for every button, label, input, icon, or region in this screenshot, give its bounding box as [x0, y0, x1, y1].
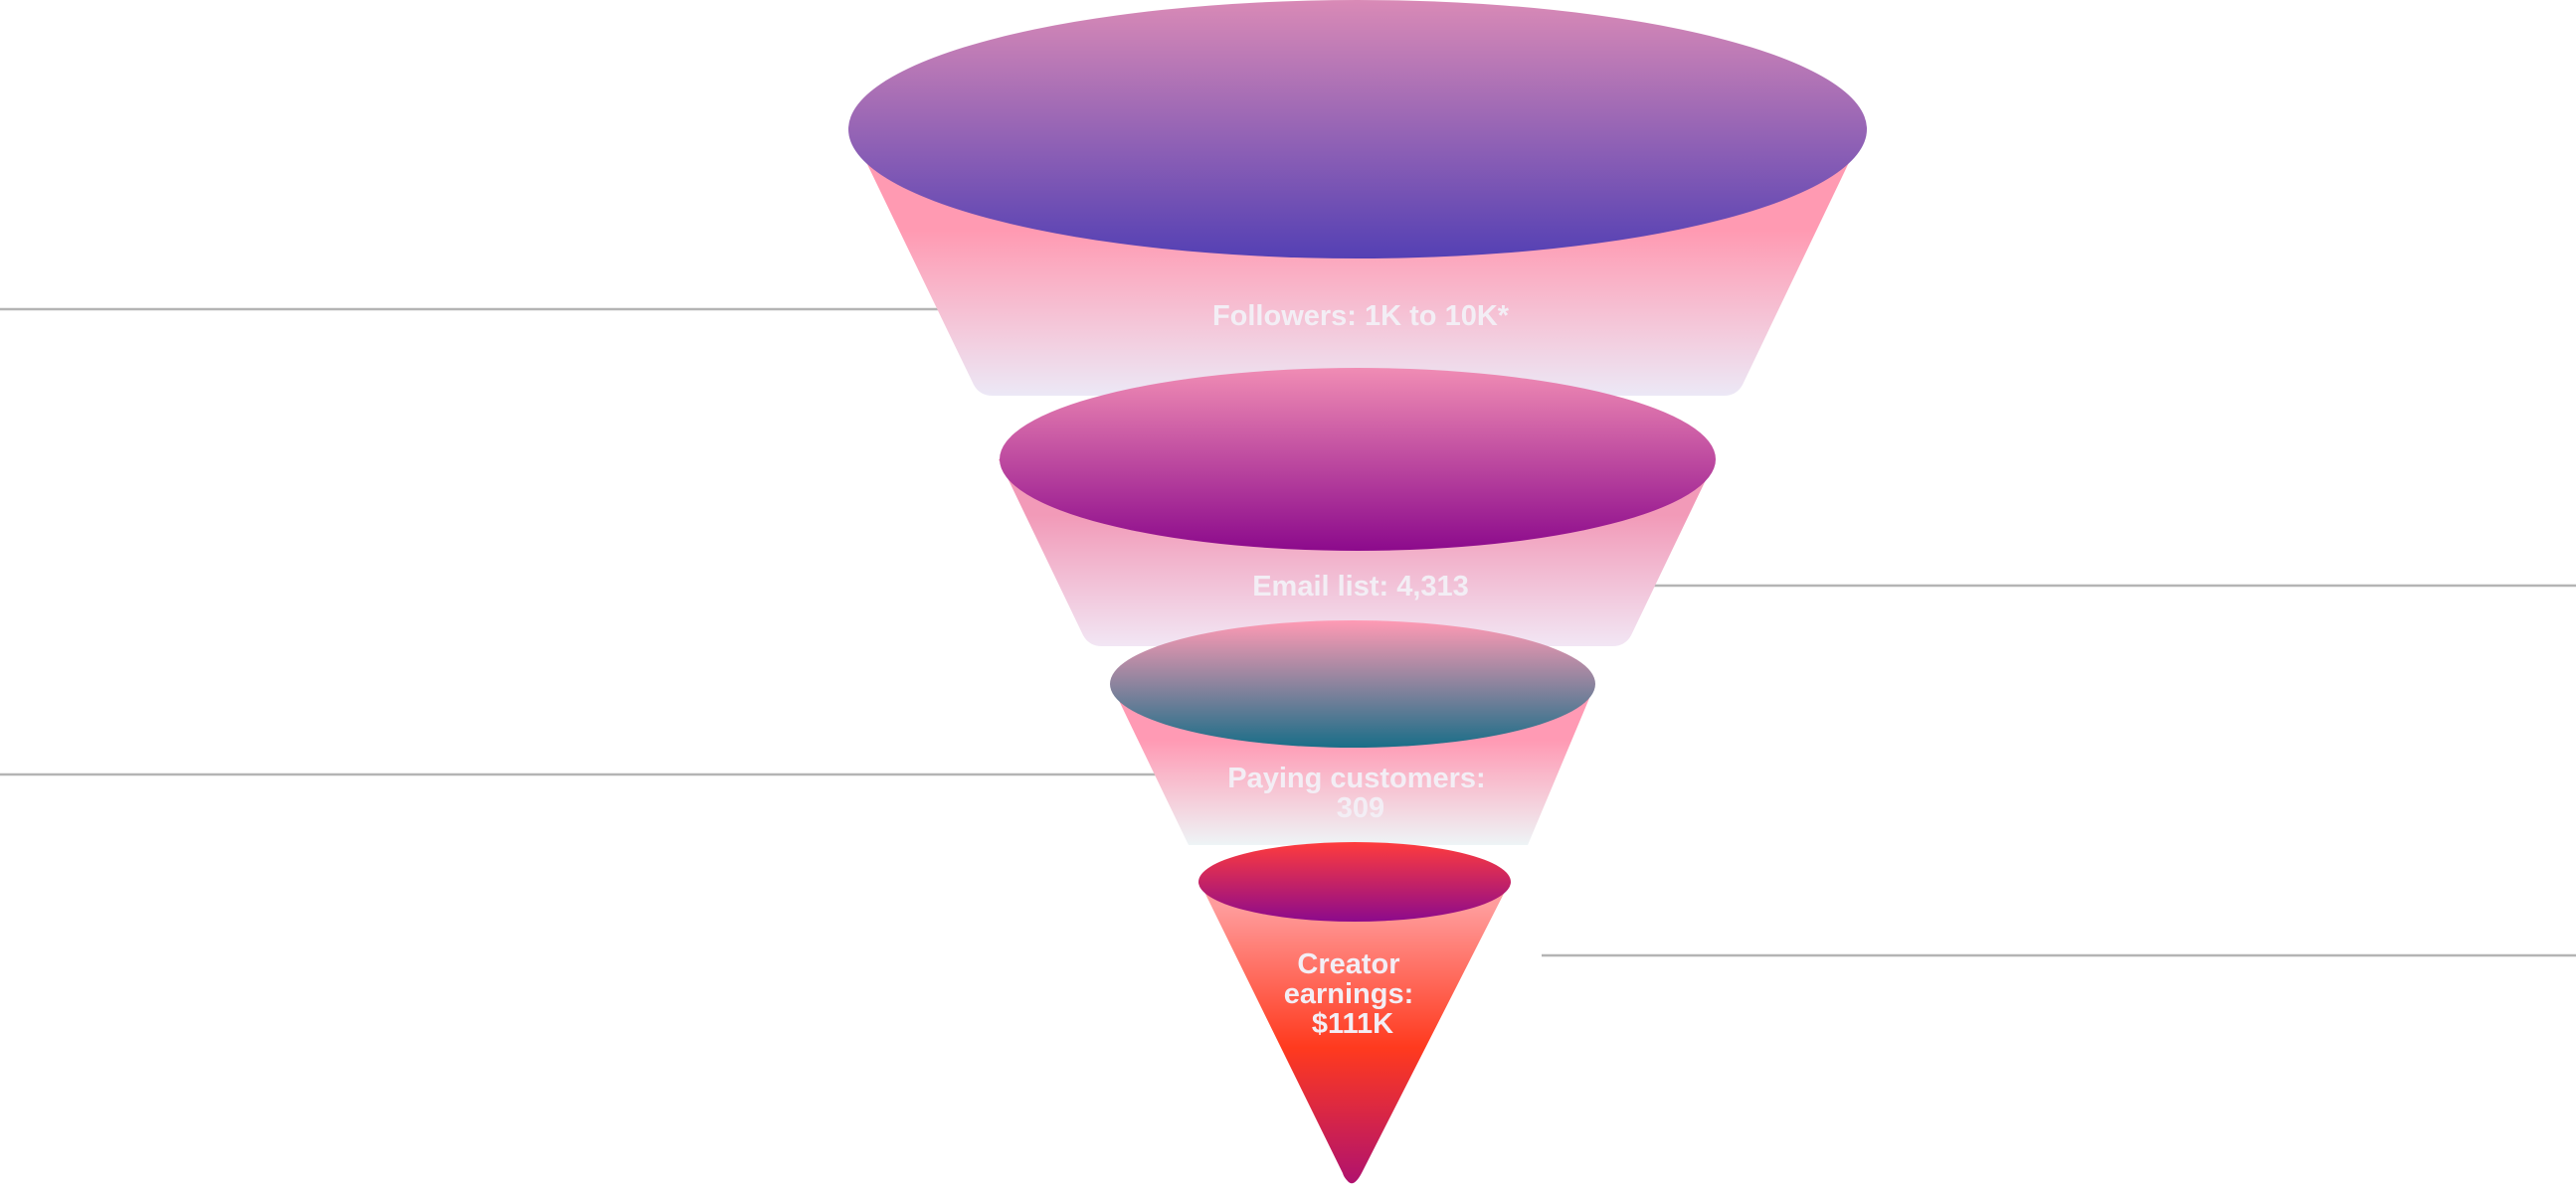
- funnel-stage-followers-label: Followers: 1K to 10K*: [1212, 300, 1510, 332]
- funnel-stage-earnings-body: [1199, 882, 1510, 1184]
- funnel-stage-followers-top: [848, 0, 1867, 258]
- funnel-stage-email-label: Email list: 4,313: [1252, 571, 1469, 602]
- funnel-stage-paying-label: Paying customers: 309: [1227, 763, 1494, 824]
- funnel-stage-paying-top: [1110, 620, 1595, 748]
- funnel-stage-email: [999, 368, 1716, 646]
- funnel-stage-email-top: [1000, 368, 1716, 551]
- funnel-stage-earnings-label: Creator earnings: $111K: [1284, 948, 1422, 1040]
- funnel-stage-earnings: [1198, 842, 1511, 1184]
- funnel-stage-earnings-top: [1198, 842, 1511, 922]
- funnel-stage-paying: [1110, 620, 1595, 845]
- funnel-stage-followers: [848, 0, 1867, 396]
